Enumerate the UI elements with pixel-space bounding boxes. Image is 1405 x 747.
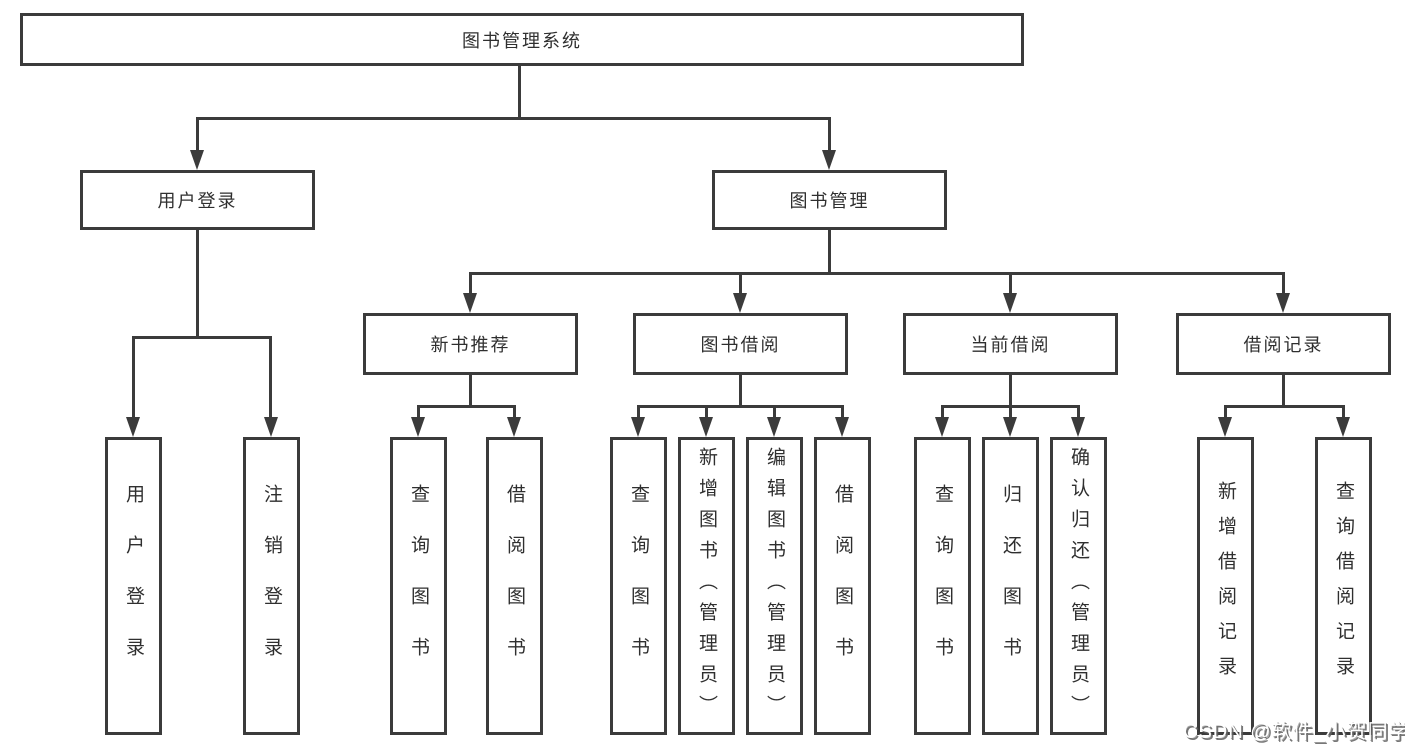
leaf-logout-label: 注销登录 (261, 484, 282, 688)
leaf-query-books-current-label: 查询图书 (932, 484, 953, 688)
node-book-management: 图书管理 (712, 170, 947, 230)
connector-l3-stem (1282, 375, 1285, 405)
leaf-query-borrow-record-label: 查询借阅记录 (1333, 481, 1354, 691)
leaf-add-books-admin: 新增图书（管理员） (678, 437, 735, 735)
leaf-query-borrow-record: 查询借阅记录 (1315, 437, 1372, 735)
arrow-down-icon (631, 417, 645, 437)
connector-drop-level3 (739, 272, 742, 295)
node-book-borrowing-label: 图书借阅 (700, 335, 781, 355)
arrow-down-icon (126, 417, 140, 437)
node-user-login-label: 用户登录 (157, 191, 238, 211)
connector-l3-stem (1009, 375, 1012, 405)
leaf-edit-books-admin: 编辑图书（管理员） (746, 437, 803, 735)
connector-drop-leaf (513, 405, 516, 419)
leaf-borrow-books-borrowing: 借阅图书 (814, 437, 871, 735)
node-current-borrowing: 当前借阅 (903, 313, 1118, 375)
arrow-down-icon (1071, 417, 1085, 437)
arrow-down-icon (699, 417, 713, 437)
node-new-book-recommend: 新书推荐 (363, 313, 578, 375)
connector-book-management-rail (469, 272, 1285, 275)
connector-drop-leaf (269, 336, 272, 419)
node-new-book-recommend-label: 新书推荐 (430, 335, 511, 355)
node-root-label: 图书管理系统 (462, 30, 582, 51)
connector-drop-leaf (705, 405, 708, 419)
connector-drop-leaf (637, 405, 640, 419)
connector-l3-rail (1224, 405, 1345, 408)
connector-drop-level3 (469, 272, 472, 295)
arrow-down-icon (1218, 417, 1232, 437)
leaf-add-borrow-record: 新增借阅记录 (1197, 437, 1254, 735)
arrow-down-icon (190, 150, 204, 170)
connector-root-rail (196, 117, 831, 120)
leaf-borrow-books-recommend-label: 借阅图书 (504, 484, 525, 688)
connector-l3-rail (417, 405, 516, 408)
leaf-return-books-label: 归还图书 (1000, 484, 1021, 688)
leaf-query-books-borrowing-label: 查询图书 (628, 484, 649, 688)
connector-drop-leaf (1342, 405, 1345, 419)
leaf-add-borrow-record-label: 新增借阅记录 (1215, 481, 1236, 691)
connector-drop-user-login (196, 117, 199, 152)
connector-user-login-stem (196, 230, 199, 336)
arrow-down-icon (1003, 293, 1017, 313)
arrow-down-icon (733, 293, 747, 313)
leaf-borrow-books-borrowing-label: 借阅图书 (832, 484, 853, 688)
arrow-down-icon (463, 293, 477, 313)
leaf-confirm-return-admin-label: 确认归还（管理员） (1068, 446, 1089, 726)
node-current-borrowing-label: 当前借阅 (970, 335, 1051, 355)
leaf-borrow-books-recommend: 借阅图书 (486, 437, 543, 735)
arrow-down-icon (835, 417, 849, 437)
node-book-borrowing: 图书借阅 (633, 313, 848, 375)
leaf-return-books: 归还图书 (982, 437, 1039, 735)
leaf-logout: 注销登录 (243, 437, 300, 735)
arrow-down-icon (935, 417, 949, 437)
connector-drop-leaf (1224, 405, 1227, 419)
connector-drop-leaf (1009, 405, 1012, 419)
connector-user-login-rail (132, 336, 272, 339)
arrow-down-icon (1276, 293, 1290, 313)
connector-drop-level3 (1282, 272, 1285, 295)
leaf-edit-books-admin-label: 编辑图书（管理员） (764, 446, 785, 726)
connector-drop-book-management (828, 117, 831, 152)
leaf-query-books-recommend-label: 查询图书 (408, 484, 429, 688)
leaf-add-books-admin-label: 新增图书（管理员） (696, 446, 717, 726)
leaf-confirm-return-admin: 确认归还（管理员） (1050, 437, 1107, 735)
node-root: 图书管理系统 (20, 13, 1024, 66)
connector-book-management-stem (828, 230, 831, 272)
leaf-user-login-label: 用户登录 (123, 484, 144, 688)
connector-drop-leaf (941, 405, 944, 419)
arrow-down-icon (1336, 417, 1350, 437)
leaf-query-books-current: 查询图书 (914, 437, 971, 735)
connector-drop-leaf (417, 405, 420, 419)
arrow-down-icon (264, 417, 278, 437)
arrow-down-icon (411, 417, 425, 437)
connector-l3-stem (739, 375, 742, 405)
connector-drop-leaf (841, 405, 844, 419)
csdn-watermark: CSDN @软件_小贺同学 (1183, 721, 1405, 743)
node-borrowing-records-label: 借阅记录 (1243, 335, 1324, 355)
leaf-user-login: 用户登录 (105, 437, 162, 735)
arrow-down-icon (507, 417, 521, 437)
connector-drop-leaf (1077, 405, 1080, 419)
leaf-query-books-recommend: 查询图书 (390, 437, 447, 735)
connector-l3-rail (637, 405, 844, 408)
arrow-down-icon (822, 150, 836, 170)
connector-root-stem (518, 65, 521, 117)
node-book-management-label: 图书管理 (789, 191, 870, 211)
arrow-down-icon (1003, 417, 1017, 437)
leaf-query-books-borrowing: 查询图书 (610, 437, 667, 735)
connector-drop-leaf (132, 336, 135, 419)
connector-drop-level3 (1009, 272, 1012, 295)
connector-drop-leaf (773, 405, 776, 419)
arrow-down-icon (767, 417, 781, 437)
connector-l3-stem (469, 375, 472, 405)
node-user-login: 用户登录 (80, 170, 315, 230)
node-borrowing-records: 借阅记录 (1176, 313, 1391, 375)
